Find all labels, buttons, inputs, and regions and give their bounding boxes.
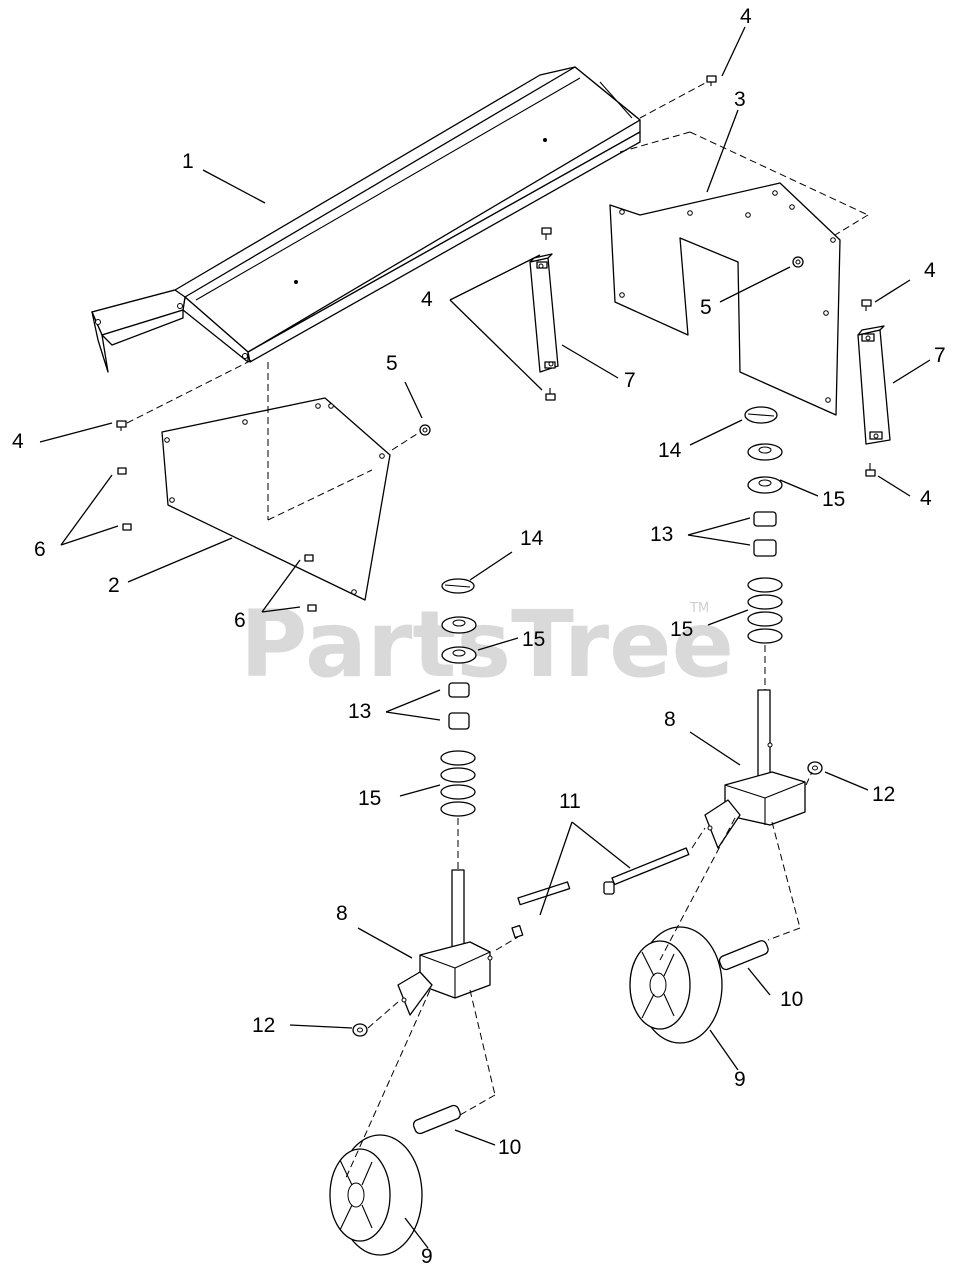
callout-2: 2 <box>108 574 120 597</box>
callout-12-right: 12 <box>872 783 895 806</box>
part-3-right-panel <box>609 182 841 416</box>
callout-6-lower: 6 <box>234 609 246 632</box>
part-7-bracket-right <box>857 325 891 445</box>
callout-11: 11 <box>559 790 581 813</box>
left-caster-assembly <box>329 578 571 1256</box>
callout-15-right-bottom: 15 <box>670 618 693 641</box>
callout-1: 1 <box>182 150 194 173</box>
callout-4-top: 4 <box>740 5 752 28</box>
callout-4-center: 4 <box>421 288 433 311</box>
callout-9-left: 9 <box>421 1245 433 1268</box>
callout-5-left: 5 <box>386 352 398 375</box>
part-7-bracket-center <box>529 253 559 373</box>
callout-6-upper: 6 <box>34 538 46 561</box>
callout-15-left-bottom: 15 <box>358 787 381 810</box>
assembly-lines-upper <box>126 81 869 521</box>
callout-4-right-top: 4 <box>924 259 936 282</box>
callout-labels: 1 2 3 4 4 4 4 4 5 5 6 6 7 7 8 8 9 9 10 1… <box>12 5 946 1268</box>
callout-4-left: 4 <box>12 430 24 453</box>
callout-8-right: 8 <box>664 708 676 731</box>
callout-9-right: 9 <box>734 1068 746 1091</box>
callout-12-left: 12 <box>252 1014 275 1037</box>
callout-5-right: 5 <box>700 296 712 319</box>
callout-14-left: 14 <box>520 527 544 550</box>
callout-4-right-bottom: 4 <box>920 487 932 510</box>
callout-14-right: 14 <box>658 439 682 462</box>
callout-7-center: 7 <box>624 369 636 392</box>
callout-13-left: 13 <box>348 700 371 723</box>
callout-3: 3 <box>734 88 746 111</box>
callout-7-right: 7 <box>934 344 946 367</box>
right-caster-assembly <box>603 406 823 1044</box>
callout-10-right: 10 <box>780 988 803 1011</box>
watermark-text: PartsTree <box>240 591 734 698</box>
leader-lines <box>39 26 931 1249</box>
callout-10-left: 10 <box>498 1136 521 1159</box>
hardware-fasteners <box>116 75 876 612</box>
part-1-top-cover <box>91 66 641 373</box>
watermark-trademark: TM <box>689 601 709 616</box>
callout-15-left-top: 15 <box>522 628 545 651</box>
callout-13-right: 13 <box>650 523 673 546</box>
callout-8-left: 8 <box>336 902 348 925</box>
assembly-lines-lower <box>344 645 813 1181</box>
callout-15-right-top: 15 <box>822 488 845 511</box>
part-2-left-panel <box>161 397 391 601</box>
